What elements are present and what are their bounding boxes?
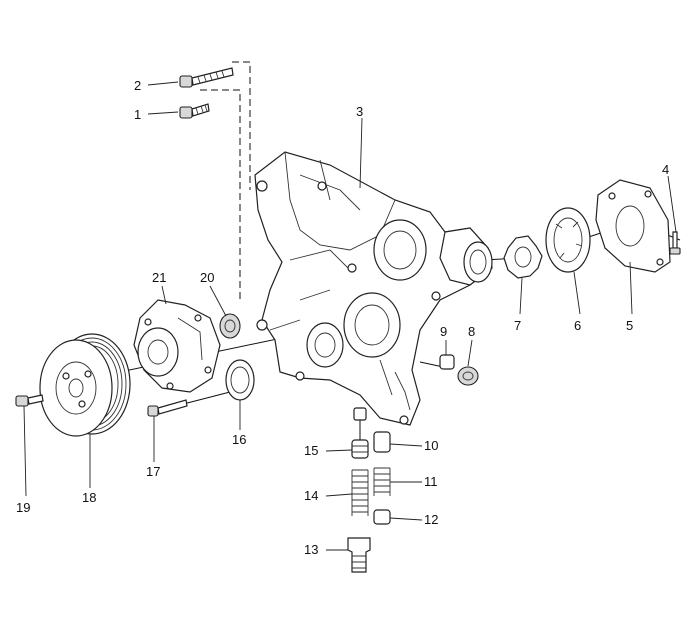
callout-9: 9 [440, 324, 447, 339]
callout-labels: 1 2 3 4 5 6 7 8 9 10 11 12 13 14 15 16 1… [16, 78, 669, 557]
callout-15: 15 [304, 443, 318, 458]
callout-4: 4 [662, 162, 669, 177]
valve-plunger-10 [353, 407, 391, 453]
outer-rotor [545, 207, 591, 273]
callout-12: 12 [424, 512, 438, 527]
callout-7: 7 [514, 318, 521, 333]
seal-16 [225, 359, 255, 401]
screw-4 [669, 231, 681, 255]
callout-19: 19 [16, 500, 30, 515]
bolt-17 [147, 399, 188, 417]
plug-13 [347, 537, 371, 573]
crank-pulley [39, 333, 131, 437]
callout-13: 13 [304, 542, 318, 557]
bolt-2 [179, 67, 234, 88]
water-pump [133, 299, 221, 393]
callout-20: 20 [200, 270, 214, 285]
callout-8: 8 [468, 324, 475, 339]
callout-14: 14 [304, 488, 318, 503]
front-cover-housing [254, 151, 493, 426]
callout-21: 21 [152, 270, 166, 285]
cap-12 [373, 509, 391, 525]
callout-5: 5 [626, 318, 633, 333]
inner-rotor [503, 235, 543, 279]
o-ring-20 [219, 313, 241, 339]
callout-18: 18 [82, 490, 96, 505]
spacer-9 [439, 354, 455, 370]
valve-piston-15 [351, 439, 369, 459]
plug-8 [457, 366, 479, 386]
callout-11: 11 [424, 474, 438, 489]
spring-14 [351, 469, 369, 516]
callout-16: 16 [232, 432, 246, 447]
callout-10: 10 [424, 438, 438, 453]
callout-3: 3 [356, 104, 363, 119]
spring-11 [373, 467, 391, 496]
callout-17: 17 [146, 464, 160, 479]
callout-2: 2 [134, 78, 141, 93]
callout-1: 1 [134, 107, 141, 122]
leader-lines [23, 81, 677, 551]
pump-cover [595, 179, 671, 273]
bolt-1 [179, 103, 210, 119]
callout-6: 6 [574, 318, 581, 333]
bolt-19 [15, 394, 44, 407]
